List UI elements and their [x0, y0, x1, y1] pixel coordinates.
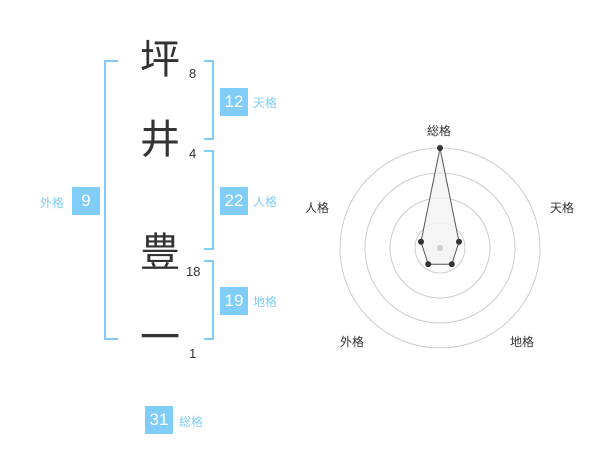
chikaku-value: 19: [220, 287, 248, 315]
radar-point-1: [437, 145, 443, 151]
jinkaku-label: 人格: [253, 195, 278, 209]
radar-label-chikaku: 地格: [510, 335, 535, 349]
stroke-count-4: 1: [189, 346, 197, 361]
soukaku-value: 31: [145, 406, 173, 434]
radar-label-jinkaku: 人格: [305, 201, 330, 215]
stroke-count-2: 4: [189, 146, 197, 161]
tenkaku-value: 12: [220, 88, 248, 116]
radar-label-tenkaku: 天格: [550, 201, 575, 215]
gaikaku-value: 9: [72, 187, 100, 215]
radar-center-dot: [437, 245, 443, 251]
jinkaku-value: 22: [220, 187, 248, 215]
gaikaku-label: 外格: [40, 196, 65, 210]
stroke-count-1: 8: [189, 66, 197, 81]
tenkaku-label: 天格: [253, 96, 278, 110]
name-char-1: 坪: [140, 37, 180, 83]
chikaku-bracket: [204, 260, 214, 340]
radar-label-gaikaku: 外格: [340, 335, 365, 349]
radar-point-2: [456, 238, 462, 245]
gaikaku-bracket: [104, 60, 118, 340]
radar-polygon: [420, 147, 460, 265]
name-char-4: 一: [140, 315, 180, 361]
radar-label-soukaku: 総格: [427, 124, 452, 138]
jinkaku-bracket: [204, 150, 214, 250]
name-char-2: 井: [140, 117, 180, 163]
radar-point-5: [418, 238, 424, 245]
chikaku-label: 地格: [253, 295, 278, 309]
tenkaku-bracket: [204, 60, 214, 140]
name-char-3: 豊: [140, 230, 180, 276]
soukaku-label: 総格: [179, 415, 204, 429]
radar-point-4: [425, 261, 432, 268]
radar-point-3: [448, 261, 455, 268]
stroke-count-3: 18: [186, 264, 201, 279]
